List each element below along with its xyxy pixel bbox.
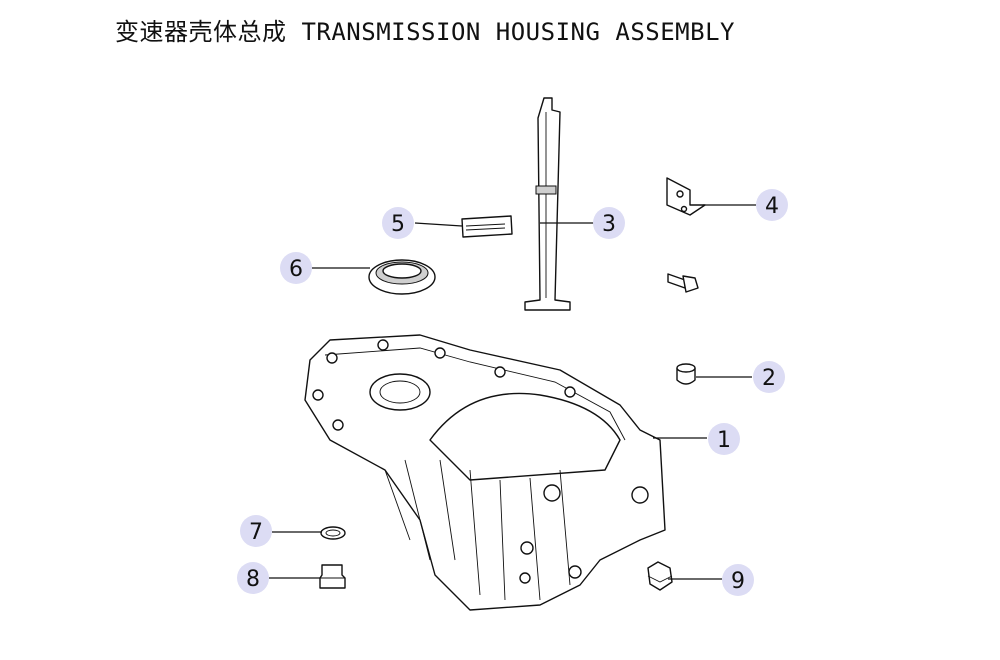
callout-7: 7 — [240, 515, 272, 547]
svg-text:5: 5 — [391, 212, 405, 237]
svg-text:3: 3 — [602, 212, 616, 237]
oil-seal-part — [368, 259, 436, 295]
nameplate-part — [461, 215, 513, 238]
housing-part — [304, 334, 666, 611]
bracket-part — [666, 177, 706, 216]
callout-9: 9 — [722, 564, 754, 596]
svg-text:1: 1 — [717, 428, 731, 453]
page-title: 变速器壳体总成 TRANSMISSION HOUSING ASSEMBLY — [115, 18, 735, 46]
svg-text:4: 4 — [765, 194, 779, 219]
svg-text:7: 7 — [249, 520, 263, 545]
callout-2: 2 — [753, 361, 785, 393]
svg-text:2: 2 — [762, 366, 776, 391]
callout-6: 6 — [280, 252, 312, 284]
callout-3: 3 — [593, 207, 625, 239]
bolt-part — [667, 273, 699, 293]
svg-text:6: 6 — [289, 257, 303, 282]
oil-guide-plate-part — [524, 97, 571, 311]
leader-lines — [269, 204, 756, 580]
callout-5: 5 — [382, 207, 414, 239]
drain-plug-part — [319, 564, 346, 589]
filler-plug-part — [647, 561, 673, 591]
callout-8: 8 — [237, 562, 269, 594]
housing-bolt-holes — [312, 339, 649, 584]
bushing-part — [676, 363, 696, 385]
washer-part — [320, 526, 346, 540]
callout-1: 1 — [708, 423, 740, 455]
leader-5 — [414, 222, 463, 227]
callout-4: 4 — [756, 189, 788, 221]
svg-text:9: 9 — [731, 569, 745, 594]
svg-text:8: 8 — [246, 567, 260, 592]
